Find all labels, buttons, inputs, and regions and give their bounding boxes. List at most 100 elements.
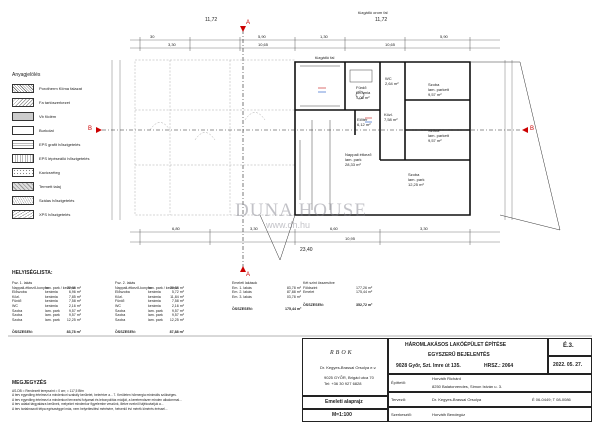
company-name: Dr. Kegyes-Brassai Orsolya e.v. bbox=[320, 365, 377, 370]
table-total: ÖSSZESEN:83,78 m² bbox=[12, 330, 81, 335]
note-line: A terv egyedileg értelmezi a mindenkori … bbox=[12, 393, 177, 398]
editor-cell bbox=[388, 407, 592, 422]
label-tuzgatlo-fal: tüzgátló fal bbox=[315, 55, 335, 60]
client-address: 8250 Balatonrendes, Simon István u. 3. bbox=[432, 384, 503, 389]
designer-cell bbox=[388, 392, 592, 407]
legend-item: Vb födém bbox=[12, 112, 122, 124]
watermark-url: www.dh.hu bbox=[266, 220, 311, 230]
project-cell bbox=[388, 338, 548, 374]
dim-bottom-b: 3,30 bbox=[250, 226, 258, 231]
company-phone: Tel: +36 30 927 6828 bbox=[324, 381, 362, 386]
dim-bottom-a: 6,80 bbox=[172, 226, 180, 231]
dim-top-d: 10,65 bbox=[258, 42, 269, 47]
sheet-cell bbox=[548, 338, 592, 356]
designer-number: É 06-0449; T 08-0086 bbox=[532, 397, 571, 402]
note-line: A terv tartalmazott tétpa egészséggel má… bbox=[12, 406, 168, 411]
legend-item: Termett talaj bbox=[12, 182, 122, 194]
dim-top-b: 3,30 bbox=[168, 42, 176, 47]
dim-top-c: 5,90 bbox=[258, 34, 266, 39]
dim-top-f: 10,65 bbox=[385, 42, 396, 47]
dim-top-a: 30 bbox=[150, 34, 155, 39]
legend-title: Anyagjelölés bbox=[12, 72, 41, 78]
drawing-name: Emeleti alaprajz bbox=[325, 399, 363, 405]
editor-name: Horváth Bendegúz bbox=[432, 412, 466, 417]
dim-top-e: 1,30 bbox=[320, 34, 328, 39]
room-label-kozl: Közl.7,58 m² bbox=[384, 112, 398, 122]
designer-label: Tervező: bbox=[391, 397, 407, 402]
drawing-scale: M=1:100 bbox=[332, 412, 352, 418]
watermark-brand: DUNA HOUSE bbox=[235, 200, 367, 221]
project-location: 9028 Győr, Szt. Imre út 135. bbox=[396, 363, 461, 369]
notes: MEGJEGYZÉS AS-DB = Rendezett terepszint … bbox=[12, 380, 302, 411]
dim-top-total: 11,72 bbox=[205, 17, 218, 23]
legend-item: XPS hőszigetelés bbox=[12, 210, 122, 222]
table-head: Fsz. 2. lakás bbox=[115, 281, 136, 285]
project-title: HÁROMLAKÁSOS LAKÓÉPÜLET ÉPÍTÉSE bbox=[405, 342, 507, 348]
legend-item: Kavicsréteg bbox=[12, 168, 122, 180]
note-line: A terv egyedileg értelmezi a mindenkori … bbox=[12, 397, 182, 402]
table-total: ÖSSZESEN:87,88 m² bbox=[115, 330, 184, 335]
note-line: AS-DB = Rendezett terepszint = 0 cm; = 1… bbox=[12, 389, 84, 393]
legend-item: Fa tartószerkezet bbox=[12, 98, 122, 110]
legend-item: Porotherm Klíma falazat bbox=[12, 84, 122, 96]
table-head: Emeleti lakások bbox=[232, 281, 258, 285]
table-total: ÖSSZESEN:352,72 m² bbox=[303, 302, 373, 307]
section-marker-a-top: A bbox=[246, 20, 251, 26]
client-cell bbox=[388, 374, 592, 392]
company-address: 9025 GYŐR, Brigád utca 70 bbox=[324, 375, 374, 380]
drawing-date: 2022. 05. 27. bbox=[553, 362, 583, 368]
company-logo: RBOK bbox=[330, 350, 354, 356]
legend-item: EPS lépéseálló hőszigetelés bbox=[12, 154, 122, 166]
legend-item: Szálas hőszigetelés bbox=[12, 196, 122, 208]
project-subtitle: EGYSZERŰ BEJELENTÉS bbox=[428, 352, 490, 358]
table-head: Fsz. 1. lakás bbox=[12, 281, 33, 285]
dim-bottom-e: 10,95 bbox=[345, 236, 356, 241]
dim-top-g: 5,90 bbox=[440, 34, 448, 39]
note-line: A terv adatai tárgyalásra kerülnek, mely… bbox=[12, 402, 164, 407]
client-name: Horváth Richárd bbox=[432, 376, 461, 381]
project-hrsz: HRSZ.: 2064 bbox=[484, 363, 514, 369]
designer-name: Dr. Kegyes-Brassai Orsolya bbox=[432, 397, 482, 402]
table-head: Két szint összesítve bbox=[303, 281, 335, 285]
room-list-title: HELYISÉGLISTA: bbox=[12, 270, 53, 276]
dim-top-label: tüzgátló orom fal bbox=[358, 10, 388, 15]
legend-item: Burkolat bbox=[12, 126, 122, 138]
date-cell bbox=[548, 356, 592, 374]
client-label: Építtető: bbox=[391, 380, 406, 385]
section-marker-b-left: B bbox=[88, 126, 93, 132]
scale-cell bbox=[302, 409, 388, 422]
company-cell bbox=[302, 338, 388, 396]
drawing-name-cell bbox=[302, 396, 388, 409]
notes-title: MEGJEGYZÉS bbox=[12, 380, 47, 386]
